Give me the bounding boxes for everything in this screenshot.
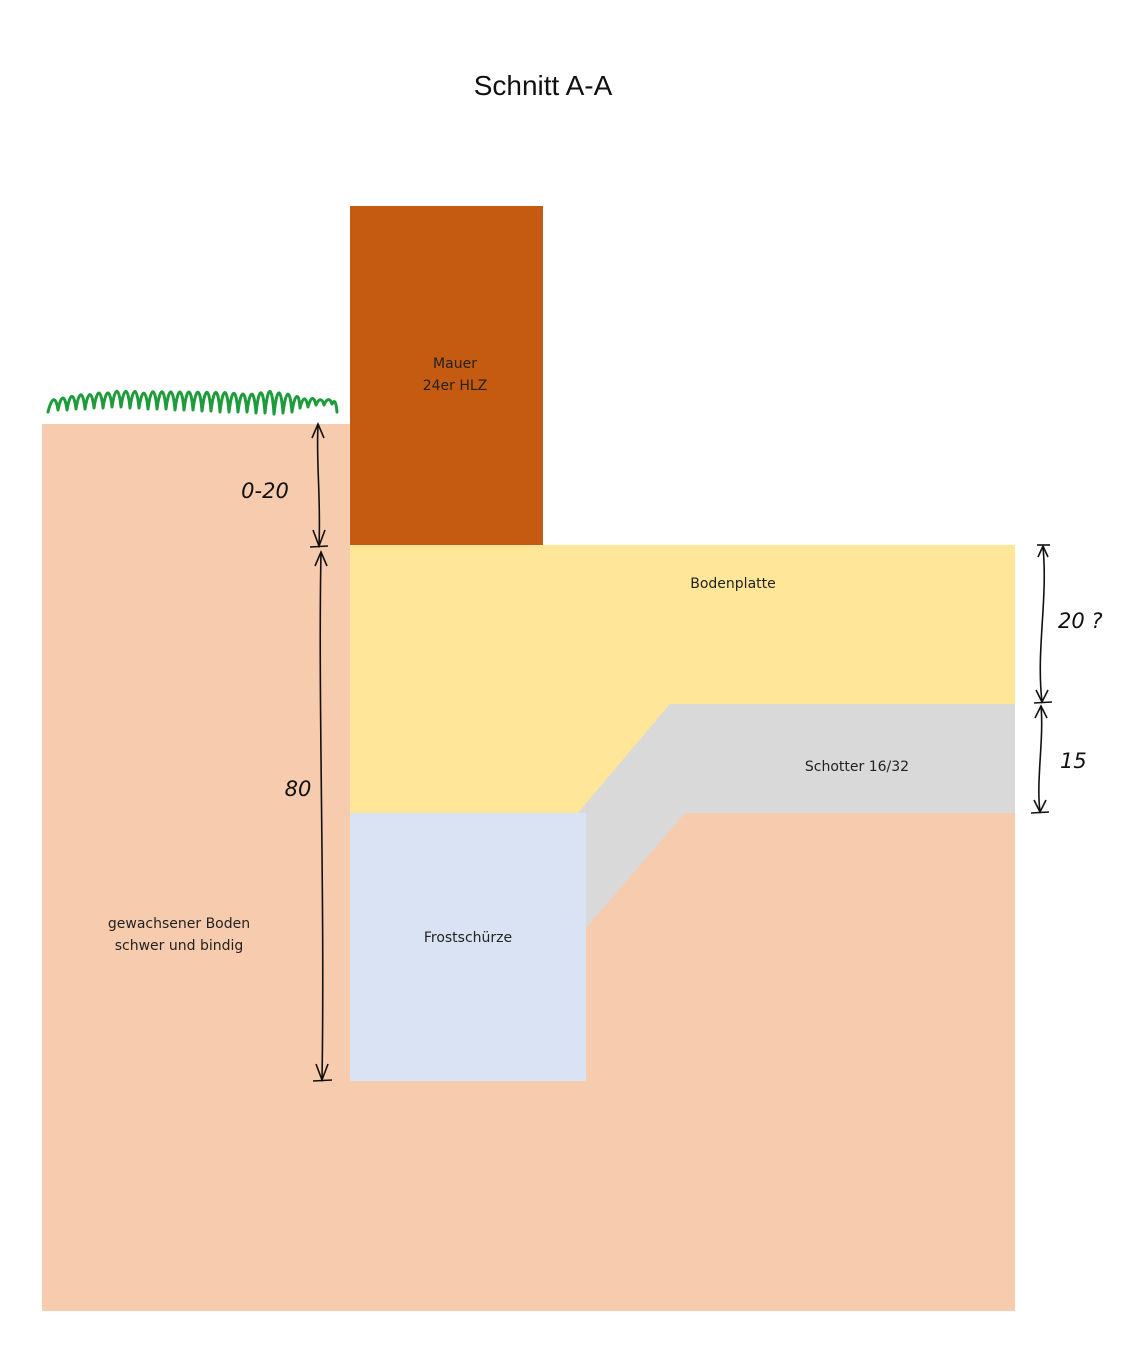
dimension-gravel-thickness-value: 15 [1060,749,1087,773]
wall-label-line1: Mauer [433,356,477,372]
wall [350,206,543,545]
frost-apron [350,813,586,1081]
diagram-title: Schnitt A-A [474,70,613,101]
dimension-ground-to-slab-value: 0-20 [241,479,289,503]
gravel-label: Schotter 16/32 [805,759,909,775]
soil-label-line1: gewachsener Boden [108,916,250,932]
soil-label-line2: schwer und bindig [115,938,244,954]
slab-label: Bodenplatte [690,576,776,592]
dimension-frost-depth [312,549,333,1083]
dimension-slab-thickness [1033,544,1053,704]
gravel-layer [578,704,1015,928]
dimension-slab-thickness-value: 20 ? [1058,609,1103,633]
wall-label-line2: 24er HLZ [423,378,488,394]
dimension-ground-to-slab [309,421,329,549]
soil-left [42,424,350,1311]
grass-icon [46,389,339,416]
dimension-gravel-thickness [1030,704,1050,814]
floor-slab [350,545,1015,813]
frost-apron-label: Frostschürze [424,930,512,946]
dimension-frost-depth-value: 80 [285,777,312,801]
